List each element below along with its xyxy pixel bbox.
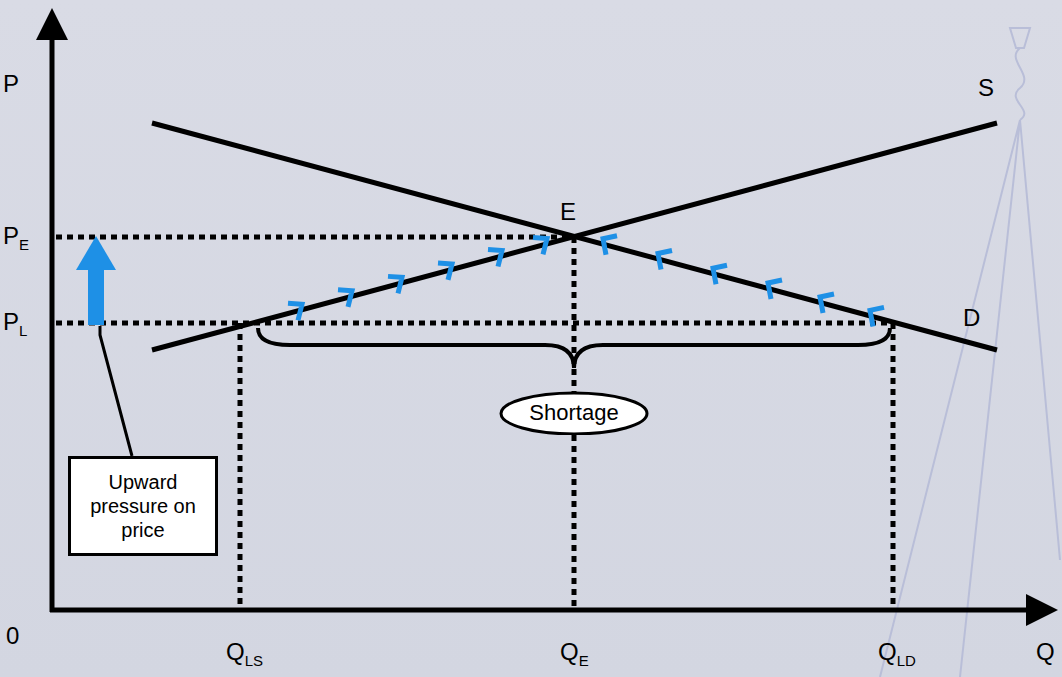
node-text: Upward pressure on price xyxy=(81,470,205,542)
curve-label: S xyxy=(978,76,994,100)
price-label: PL xyxy=(3,310,27,334)
node-text: Shortage xyxy=(529,400,618,426)
axes xyxy=(36,8,1058,626)
curve-label: D xyxy=(963,306,980,330)
axis-label: Q xyxy=(1036,640,1055,664)
upward-arrow xyxy=(76,236,116,325)
tripod-watermark xyxy=(880,28,1060,677)
leader-line xyxy=(100,326,132,456)
supply-chevron xyxy=(338,290,352,307)
axis-label: P xyxy=(3,72,19,96)
guide-lines xyxy=(56,237,893,608)
point-label: E xyxy=(560,200,576,224)
demand-curve xyxy=(152,123,997,350)
demand-chevron xyxy=(870,307,884,326)
demand-chevron xyxy=(658,250,672,269)
origin-label: 0 xyxy=(6,624,19,648)
supply-chevron xyxy=(533,237,547,254)
callout-box: Upward pressure on price xyxy=(68,456,218,556)
quantity-label: QLD xyxy=(878,640,916,664)
shortage-brace xyxy=(258,328,890,368)
movement-chevrons xyxy=(288,236,884,327)
quantity-label: QLS xyxy=(226,640,263,664)
demand-chevron xyxy=(768,280,782,299)
demand-chevron xyxy=(603,236,617,255)
demand-chevron xyxy=(820,294,834,313)
supply-curve xyxy=(152,123,997,350)
ellipse-shape xyxy=(501,393,647,434)
supply-chevron xyxy=(288,303,302,320)
shortage-ellipse: Shortage xyxy=(499,391,649,436)
quantity-label: QE xyxy=(560,640,589,664)
supply-chevron xyxy=(438,263,452,280)
supply-chevron xyxy=(488,250,502,267)
demand-chevron xyxy=(713,265,727,284)
price-label: PE xyxy=(3,224,29,248)
supply-chevron xyxy=(388,276,402,293)
